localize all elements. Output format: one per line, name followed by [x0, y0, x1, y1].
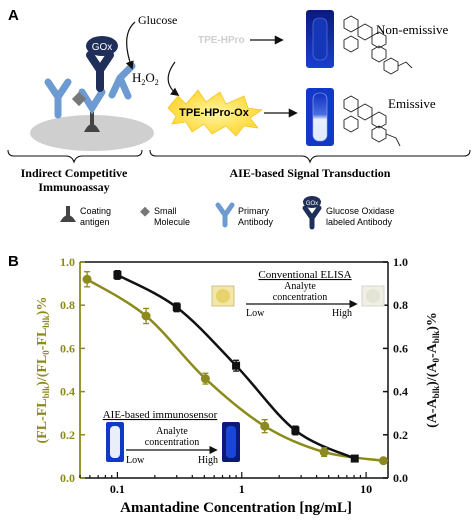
emissive-label: Emissive — [388, 96, 436, 111]
aie-data-point — [319, 447, 329, 457]
aie-tube-high — [222, 422, 240, 462]
tube-non-emissive — [306, 10, 334, 68]
legend: Coating antigen Small Molecule Primary A… — [60, 196, 395, 230]
svg-text:Analyte: Analyte — [284, 281, 316, 292]
elisa-data-point — [172, 303, 181, 312]
svg-text:GOx: GOx — [306, 201, 318, 207]
primary-antibody-icon — [44, 78, 72, 119]
elisa-data-point — [291, 426, 300, 435]
svg-text:Small: Small — [154, 206, 177, 216]
section-right-title: AIE-based Signal Transduction — [230, 166, 391, 180]
svg-text:Antibody: Antibody — [238, 217, 274, 227]
x-tick-label: 10 — [360, 482, 372, 496]
x-tick-label: 1 — [239, 482, 245, 496]
glucose-arrow — [125, 21, 136, 70]
svg-text:High: High — [198, 455, 218, 466]
y-left-tick-label: 0.2 — [60, 428, 75, 442]
molecule-structure-bottom — [343, 95, 401, 147]
svg-text:Primary: Primary — [238, 206, 269, 216]
aie-tube-low — [106, 422, 124, 462]
non-emissive-label: Non-emissive — [376, 22, 448, 37]
left-brace — [7, 149, 143, 164]
svg-text:concentration: concentration — [145, 437, 199, 448]
section-left-title-2: Immunoassay — [38, 180, 109, 194]
tpe-hpro-ox-label: TPE-HPro-Ox — [179, 107, 250, 119]
y-right-tick-label: 0.2 — [393, 428, 408, 442]
legend-primary-antibody: Primary Antibody — [215, 202, 274, 228]
legend-coating-antigen: Coating antigen — [60, 206, 111, 227]
svg-text:Molecule: Molecule — [154, 217, 190, 227]
aie-data-point — [141, 311, 151, 321]
y-left-tick-label: 0.6 — [60, 341, 75, 355]
svg-text:Glucose Oxidase: Glucose Oxidase — [326, 206, 395, 216]
tpe-hpro-label: TPE-HPro — [198, 35, 245, 46]
legend-small-molecule: Small Molecule — [140, 206, 190, 227]
tpe-hpro-ox-burst: TPE-HPro-Ox — [167, 89, 264, 137]
inset-conventional-elisa: Conventional ELISA Analyte concentration… — [211, 269, 385, 319]
y-left-tick-label: 0.0 — [60, 471, 75, 485]
elisa-data-point — [350, 454, 359, 463]
inset-top-title: Conventional ELISA — [258, 269, 351, 281]
gox-label: GOx — [92, 42, 113, 53]
svg-text:High: High — [332, 308, 352, 319]
legend-gox-antibody: GOx Glucose Oxidase labeled Antibody — [302, 196, 395, 230]
y-right-tick-label: 0.0 — [393, 471, 408, 485]
y-right-tick-label: 0.8 — [393, 298, 408, 312]
chart: 0.0 0.0 0.2 0.2 0.4 0.4 0.6 0.6 0.8 0.8 1.0 1.0 0.1 1… — [35, 255, 441, 516]
glucose-label: Glucose — [138, 13, 177, 27]
aie-data-point — [82, 274, 92, 284]
svg-text:concentration: concentration — [273, 292, 327, 303]
tube-emissive — [306, 88, 334, 146]
aie-data-point — [260, 421, 270, 431]
svg-text:Coating: Coating — [80, 206, 111, 216]
y-left-tick-label: 0.4 — [60, 385, 75, 399]
panel-a: A GOx — [7, 7, 471, 230]
elisa-data-point — [113, 270, 122, 279]
y-axis-label-left: (FL-FLblk)/(FL0-FLblk)% — [35, 297, 51, 444]
y-right-tick-label: 0.4 — [393, 385, 408, 399]
elisa-data-point — [232, 361, 241, 370]
y-left-tick-label: 0.8 — [60, 298, 75, 312]
panel-b-letter: B — [8, 253, 19, 270]
svg-text:antigen: antigen — [80, 217, 110, 227]
svg-text:Analyte: Analyte — [156, 426, 188, 437]
section-left-title-1: Indirect Competitive — [21, 166, 128, 180]
y-left-tick-label: 1.0 — [60, 255, 75, 269]
gox-antibody-icon: GOx — [86, 36, 118, 92]
svg-text:Low: Low — [246, 308, 265, 319]
right-brace — [149, 149, 471, 164]
molecule-structure-top — [343, 15, 413, 75]
y-axis-label-right: (A-Ablk)/(A0-Ablk)% — [425, 312, 441, 428]
x-tick-label: 0.1 — [110, 482, 125, 496]
oxidation-arrow — [167, 61, 180, 96]
x-axis-label: Amantadine Concentration [ng/mL] — [120, 500, 352, 516]
svg-text:Low: Low — [126, 455, 145, 466]
h2o2-label: H2O2 — [132, 70, 159, 87]
svg-text:labeled Antibody: labeled Antibody — [326, 217, 393, 227]
immunoassay-illustration: GOx — [30, 36, 154, 151]
panel-a-letter: A — [8, 7, 19, 24]
y-right-tick-label: 1.0 — [393, 255, 408, 269]
y-right-tick-label: 0.6 — [393, 341, 408, 355]
inset-bottom-title: AIE-based immunosensor — [103, 409, 218, 421]
inset-aie-immunosensor: AIE-based immunosensor Analyte concentra… — [103, 409, 240, 466]
aie-data-point — [378, 456, 388, 466]
aie-data-point — [200, 374, 210, 384]
